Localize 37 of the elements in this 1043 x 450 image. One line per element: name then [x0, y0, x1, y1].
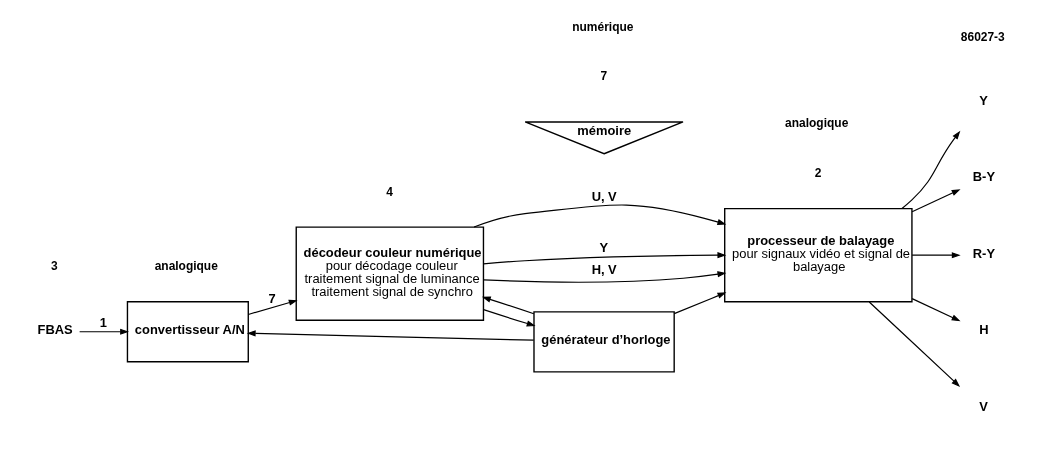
label: 2: [814, 166, 821, 181]
arrow: [247, 299, 298, 316]
arrow: [673, 292, 726, 315]
arrow: [482, 309, 536, 327]
label: 7: [599, 69, 607, 84]
arrow: [78, 328, 129, 335]
arrow: [911, 189, 961, 213]
arrow: [481, 296, 534, 315]
label: 4: [385, 184, 393, 199]
node-text: FBAS: [37, 322, 73, 338]
node-box: décodeur couleur numérique pour décodage couleur traitement signal de luminance traitement signal de synchro: [295, 226, 484, 321]
edge-label: 1: [99, 315, 107, 331]
node-box: processeur de balayage pour signaux vidéo et signal de balayage: [723, 207, 913, 303]
edge-label: U, V: [591, 188, 617, 204]
arrow: [900, 130, 960, 210]
label: analogique: [784, 116, 848, 131]
label: 86027-3: [960, 29, 1005, 44]
node-box: convertisseur A/N: [126, 301, 249, 363]
node-box: générateur d’horloge: [532, 311, 675, 373]
node-text: H: [978, 322, 989, 338]
arrow: [472, 204, 726, 228]
edge-label: Y: [598, 239, 608, 255]
arrow: [246, 330, 534, 341]
node-text: B-Y: [972, 169, 995, 185]
label: numérique: [571, 19, 633, 34]
node-text: Y: [978, 92, 988, 108]
arrow: [911, 252, 961, 259]
node-text: R-Y: [972, 245, 995, 261]
arrow: [482, 252, 726, 265]
arrow: [482, 271, 726, 283]
edge-label: H, V: [591, 261, 617, 277]
edge-label: 7: [268, 291, 276, 307]
arrow: [868, 301, 960, 387]
node-text: V: [978, 398, 988, 414]
label: analogique: [154, 259, 218, 274]
label: 3: [50, 259, 58, 274]
arrow: [911, 298, 961, 322]
